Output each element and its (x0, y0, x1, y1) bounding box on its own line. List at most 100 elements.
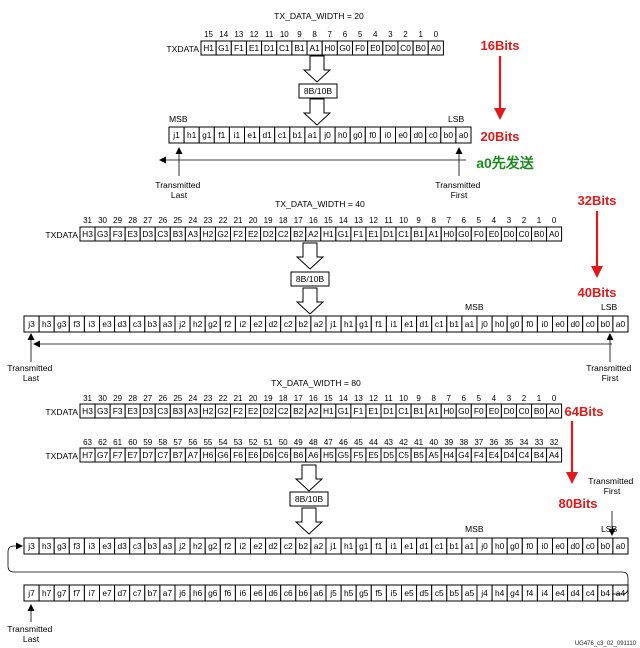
tx-cell: H6 (203, 450, 214, 460)
tx-cell: E0 (489, 229, 500, 239)
tx-cell: A0 (431, 43, 442, 53)
tx-cell: A3 (188, 229, 199, 239)
bit-index: 32 (550, 438, 559, 447)
bit-index: 28 (128, 394, 137, 403)
bit-index: 15 (324, 216, 333, 225)
encoded-cell: c0 (429, 130, 438, 140)
tx-cell: E3 (128, 406, 139, 416)
tx-cell: E2 (248, 406, 259, 416)
s2-transmitted-first: Transmitted First (586, 363, 633, 383)
bit-index: 3 (507, 216, 512, 225)
bit-index: 17 (294, 394, 303, 403)
encoded-cell: e0 (555, 319, 565, 329)
encoded-cell: a3 (163, 319, 173, 329)
encoded-cell: h7 (42, 588, 52, 598)
tx-cell: D3 (142, 406, 153, 416)
s2-red-top-label: 32Bits (577, 193, 616, 208)
encoded-cell: d2 (268, 319, 278, 329)
bit-index: 21 (234, 216, 243, 225)
s3-red-top-label: 64Bits (564, 404, 603, 419)
encoded-cell: b0 (601, 541, 611, 551)
section-3-title: TX_DATA_WIDTH = 80 (271, 378, 361, 388)
tx-cell: H0 (443, 406, 454, 416)
tx-cell: A2 (308, 406, 319, 416)
bit-index: 22 (219, 394, 228, 403)
encoded-cell: d3 (117, 319, 127, 329)
bit-index: 34 (520, 438, 529, 447)
encoded-cell: i1 (234, 130, 241, 140)
encoded-cell: c2 (284, 319, 293, 329)
tx-cell-box (546, 447, 563, 463)
encoded-cell: f6 (224, 588, 231, 598)
encoded-cell: d0 (570, 541, 580, 551)
s2-lsb-label: LSB (601, 302, 618, 312)
tx-cell: C6 (278, 450, 289, 460)
encoded-cell: b4 (601, 588, 611, 598)
bit-index: 18 (279, 216, 288, 225)
encoded-cell: a0 (616, 319, 626, 329)
tx-cell: F3 (113, 406, 123, 416)
encoded-cell: j5 (329, 588, 337, 598)
bit-index: 16 (309, 216, 318, 225)
bit-index: 12 (369, 394, 378, 403)
encoded-cell: g2 (208, 541, 218, 551)
encoded-cell: a0 (616, 541, 626, 551)
encoded-cell: a1 (465, 319, 475, 329)
tx-cell: A1 (310, 43, 321, 53)
s1-transmitted-last: Transmitted Last (155, 180, 202, 200)
bit-index: 41 (414, 438, 423, 447)
encoded-cell: a1 (308, 130, 318, 140)
tx-cell: A7 (188, 450, 199, 460)
tx-cell: F6 (233, 450, 243, 460)
tx-cell: B0 (534, 229, 545, 239)
bit-index: 9 (297, 30, 302, 39)
tx-cell: C0 (519, 229, 530, 239)
section-1-title: TX_DATA_WIDTH = 20 (274, 11, 364, 21)
s1-encoder-label: 8B/10B (304, 86, 332, 96)
encoded-cell: g1 (359, 319, 369, 329)
bit-index: 11 (265, 30, 274, 39)
bit-index: 3 (388, 30, 393, 39)
encoded-cell: e5 (404, 588, 414, 598)
bit-index: 62 (98, 438, 107, 447)
encoded-cell: i4 (542, 588, 549, 598)
encoded-cell: i0 (385, 130, 392, 140)
encoded-cell: e2 (253, 319, 263, 329)
bit-index: 14 (219, 30, 228, 39)
tx-cell: F2 (233, 229, 243, 239)
tx-cell: B2 (293, 406, 304, 416)
encoded-cell: h1 (344, 319, 354, 329)
bit-index: 11 (384, 394, 393, 403)
tx-cell: E4 (489, 450, 500, 460)
bit-index: 19 (264, 394, 273, 403)
tx-cell: B6 (293, 450, 304, 460)
section-2-title: TX_DATA_WIDTH = 40 (275, 199, 365, 209)
tx-cell: B2 (293, 229, 304, 239)
s1-down-arrow-1 (302, 55, 332, 83)
bit-index: 7 (446, 216, 451, 225)
tx-cell: G3 (97, 406, 109, 416)
bit-index: 2 (403, 30, 408, 39)
bit-index: 36 (489, 438, 498, 447)
encoded-cell: e7 (102, 588, 112, 598)
encoded-cell: i0 (542, 541, 549, 551)
tx-cell: A6 (308, 450, 319, 460)
bit-index: 46 (339, 438, 348, 447)
tx-cell: D1 (264, 43, 275, 53)
encoded-cell: h6 (193, 588, 203, 598)
bit-index: 56 (188, 438, 197, 447)
tx-cell: E1 (368, 406, 379, 416)
encoded-cell: a1 (465, 541, 475, 551)
encoded-cell: g1 (359, 541, 369, 551)
s3-red-bottom-label: 80Bits (558, 496, 597, 511)
encoded-cell: a2 (314, 541, 324, 551)
encoded-cell: c0 (586, 541, 595, 551)
tx-cell: C0 (400, 43, 411, 53)
encoded-cell: d7 (117, 588, 127, 598)
bit-index: 25 (173, 394, 182, 403)
encoded-cell: j6 (178, 588, 186, 598)
tx-cell: E3 (128, 229, 139, 239)
bit-index: 43 (384, 438, 393, 447)
bit-index: 52 (249, 438, 258, 447)
